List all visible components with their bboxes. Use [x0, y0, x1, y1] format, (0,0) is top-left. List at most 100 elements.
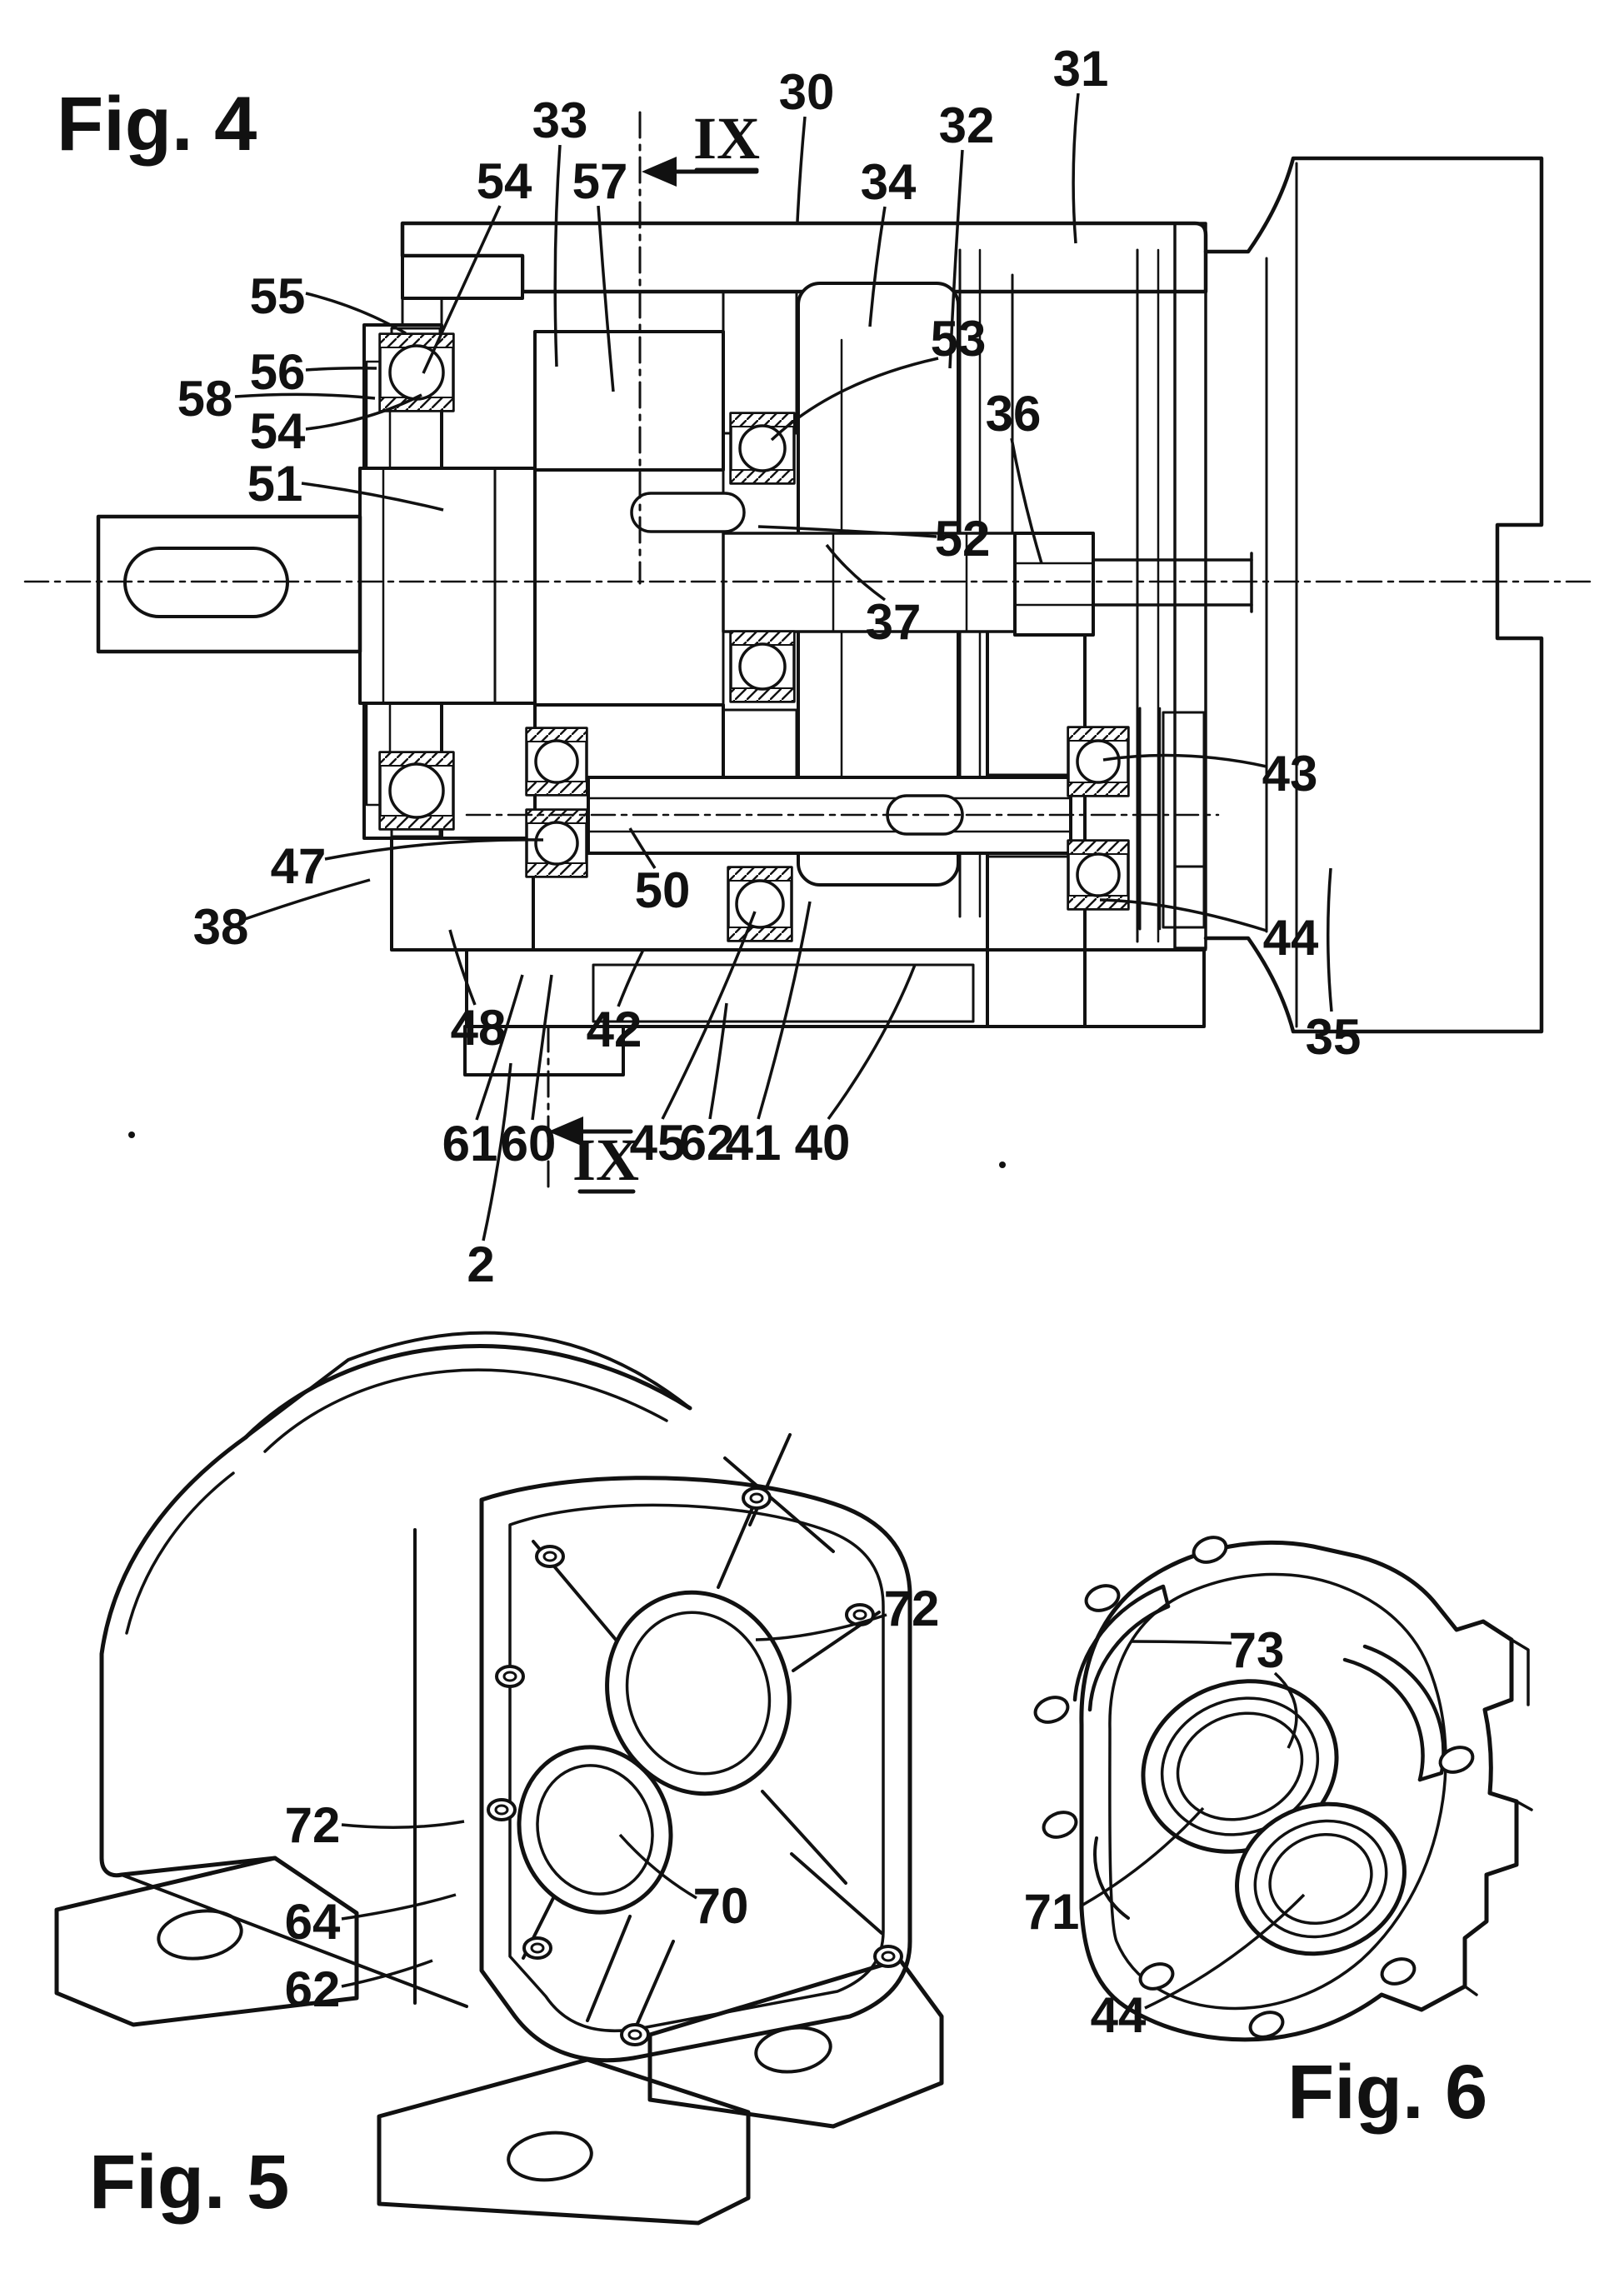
leader-line — [796, 116, 807, 222]
ref-label-44: 44 — [1263, 910, 1319, 966]
section-arrow-bottom — [548, 1117, 633, 1146]
leader-line — [305, 367, 377, 372]
bolt-lug — [845, 1603, 875, 1626]
ref-label-41: 41 — [726, 1115, 782, 1171]
bolt-lug — [742, 1486, 772, 1510]
leader-line — [948, 149, 964, 369]
leader-line — [305, 393, 422, 431]
ball-bearing — [525, 808, 588, 878]
leader-line — [827, 964, 917, 1121]
bolt-hole — [1438, 1746, 1475, 1774]
leader-line — [1010, 437, 1043, 564]
ref-label-34: 34 — [861, 154, 917, 210]
leader-line — [770, 357, 939, 442]
figure4-title: Fig. 4 — [57, 82, 257, 167]
leader-line — [755, 1613, 887, 1641]
leader-line — [1081, 1806, 1205, 1907]
ball-bearing — [1067, 726, 1130, 797]
ref-label-36: 36 — [986, 386, 1042, 442]
figure6-drawing — [1033, 1536, 1533, 2042]
leader-line — [1273, 1671, 1298, 1749]
ref-label-62: 62 — [285, 1961, 341, 2017]
bolt-hole — [1084, 1584, 1121, 1612]
bolt-lug — [535, 1545, 565, 1568]
ref-label-47: 47 — [271, 838, 327, 894]
ref-label-44: 44 — [1091, 1987, 1147, 2043]
figure5-drawing — [54, 1331, 944, 2226]
ref-label-31: 31 — [1053, 41, 1109, 97]
ref-label-71: 71 — [1024, 1884, 1080, 1940]
ball-bearing — [729, 412, 796, 485]
bolt-lug — [620, 2023, 650, 2046]
leader-line — [305, 292, 407, 335]
stray-dot — [999, 1161, 1006, 1168]
leader-line — [708, 1002, 728, 1120]
leader-line — [1099, 898, 1267, 932]
leader-line — [301, 482, 444, 512]
leader-line — [1131, 1640, 1232, 1645]
leader-line — [1102, 753, 1267, 768]
leader-line — [1072, 92, 1080, 244]
ref-label-53: 53 — [931, 311, 987, 367]
leader-line — [757, 901, 812, 1120]
ref-label-48: 48 — [451, 1000, 507, 1056]
ref-label-43: 43 — [1262, 746, 1318, 802]
ref-label-58: 58 — [177, 371, 233, 427]
bolt-lug — [873, 1945, 903, 1968]
bolt-hole — [1380, 1957, 1417, 1986]
ref-label-52: 52 — [935, 511, 991, 567]
leader-line — [531, 974, 553, 1121]
section-marker-bottom: IX — [572, 1127, 639, 1193]
leader-line — [244, 878, 371, 921]
bolt-hole — [1042, 1811, 1078, 1839]
ref-label-33: 33 — [532, 92, 588, 148]
leader-line — [757, 525, 937, 538]
ref-label-40: 40 — [795, 1115, 851, 1171]
section-marker-top: IX — [693, 105, 760, 172]
leader-line — [475, 974, 524, 1121]
leader-line — [448, 929, 477, 1006]
bolt-lug — [522, 1936, 552, 1960]
ref-label-35: 35 — [1306, 1009, 1362, 1065]
leader-line — [617, 949, 645, 1007]
ref-label-2: 2 — [467, 1236, 494, 1292]
bolt-hole — [1033, 1696, 1070, 1724]
ref-label-30: 30 — [779, 64, 835, 120]
leader-line — [341, 1959, 433, 1988]
ref-label-61: 61 — [442, 1116, 498, 1171]
ref-label-42: 42 — [587, 1002, 642, 1057]
leader-line — [234, 392, 376, 400]
ball-bearing — [729, 630, 796, 703]
leader-line — [341, 1893, 457, 1921]
ref-label-62: 62 — [679, 1115, 735, 1171]
leader-line — [1327, 867, 1333, 1012]
ref-label-56: 56 — [250, 344, 306, 400]
bolt-hole — [1192, 1536, 1228, 1564]
stray-marks — [128, 1132, 1006, 1168]
leader-line — [618, 1833, 697, 1900]
ref-label-70: 70 — [693, 1878, 749, 1934]
leader-line — [324, 838, 544, 861]
ref-label-72: 72 — [884, 1581, 940, 1636]
reference-labels: 5433573034323155565854515336523743443547… — [177, 41, 1362, 2043]
leader-line — [597, 205, 615, 392]
ref-label-38: 38 — [193, 899, 249, 955]
ref-label-54: 54 — [477, 153, 532, 209]
ref-label-45: 45 — [630, 1115, 686, 1171]
leader-line — [482, 1062, 512, 1241]
ref-label-54: 54 — [250, 403, 306, 459]
figure6-title: Fig. 6 — [1287, 2050, 1487, 2135]
ball-bearing — [378, 332, 455, 412]
ref-label-37: 37 — [866, 594, 922, 650]
leader-line — [868, 206, 887, 327]
leader-line — [661, 911, 757, 1120]
ball-bearing — [525, 727, 588, 797]
ref-label-32: 32 — [939, 97, 995, 153]
figure5-title: Fig. 5 — [89, 2140, 289, 2225]
ref-label-51: 51 — [247, 456, 303, 512]
leader-line — [341, 1820, 465, 1829]
leader-line — [628, 827, 657, 869]
bolt-hole — [1248, 2011, 1285, 2039]
